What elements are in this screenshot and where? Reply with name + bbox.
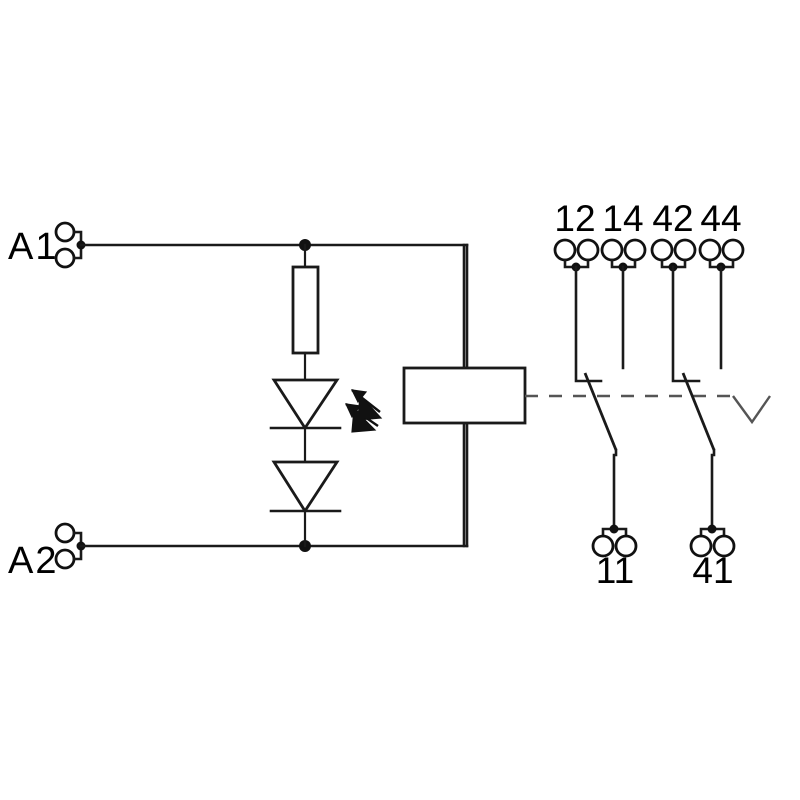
terminal-11-circle-right[interactable] — [614, 534, 638, 558]
terminal-42-circle-right[interactable] — [673, 238, 697, 262]
terminal-11-label: 11 — [596, 550, 634, 591]
terminal-11-circle-left[interactable] — [591, 534, 615, 558]
relay-coil — [402, 243, 527, 548]
terminal-a1-circle-lower[interactable] — [54, 247, 76, 269]
terminal-11[interactable]: 11 — [591, 524, 638, 592]
terminal-a1-circle-upper[interactable] — [54, 221, 76, 243]
led-arrow-blob-1 — [357, 393, 383, 421]
resistor-body — [291, 265, 320, 355]
contact-1-nc-path — [574, 265, 603, 383]
terminal-12-circle-left[interactable] — [553, 238, 577, 262]
terminal-42-label: 42 — [652, 198, 693, 239]
terminal-14-circle-left[interactable] — [600, 238, 624, 262]
terminal-41-junction-dot — [707, 524, 717, 534]
contact-2-nc-path — [671, 265, 701, 383]
linkage-v-notch — [732, 395, 771, 425]
contact-2-blade — [681, 372, 716, 451]
terminal-41-circle-right[interactable] — [712, 534, 736, 558]
terminal-41-circle-left[interactable] — [689, 534, 713, 558]
terminal-a1-label: A1 — [8, 226, 58, 268]
terminal-44-circle-right[interactable] — [721, 238, 745, 262]
terminal-41[interactable]: 41 — [689, 524, 736, 592]
terminal-14-circle-right[interactable] — [623, 238, 647, 262]
free-wheeling-diode — [269, 460, 342, 548]
terminal-12[interactable]: 12 — [553, 198, 600, 272]
terminal-44-circle-left[interactable] — [698, 238, 722, 262]
contact-2-common-path — [710, 448, 716, 531]
terminal-a1[interactable] — [54, 221, 86, 269]
terminal-42-circle-left[interactable] — [650, 238, 674, 262]
contact-1-common-path — [612, 448, 618, 531]
terminal-14-label: 14 — [602, 198, 643, 239]
terminal-44-label: 44 — [700, 198, 741, 239]
contact-set-2 — [671, 265, 723, 531]
led-emission-arrows — [344, 389, 383, 433]
led-triangle — [271, 378, 340, 431]
terminal-44[interactable]: 44 — [698, 198, 745, 272]
terminal-41-label: 41 — [692, 550, 733, 591]
coil-body — [402, 366, 527, 425]
mechanical-linkage — [525, 394, 771, 425]
contact-1-blade — [583, 372, 618, 451]
terminal-12-label: 12 — [554, 198, 595, 239]
status-led — [269, 378, 383, 464]
led-arrow-blob-2 — [351, 407, 377, 433]
terminal-42[interactable]: 42 — [650, 198, 697, 272]
contact-set-1 — [574, 265, 625, 531]
terminal-a2-label: A2 — [8, 540, 58, 582]
terminal-11-junction-dot — [609, 524, 619, 534]
terminal-a2-circle-upper[interactable] — [54, 522, 76, 544]
terminal-a2-circle-lower[interactable] — [54, 548, 76, 570]
terminal-14[interactable]: 14 — [600, 198, 647, 272]
series-resistor — [291, 243, 320, 382]
terminal-a2[interactable] — [54, 522, 86, 570]
diode-triangle — [271, 460, 340, 514]
terminal-12-circle-right[interactable] — [576, 238, 600, 262]
